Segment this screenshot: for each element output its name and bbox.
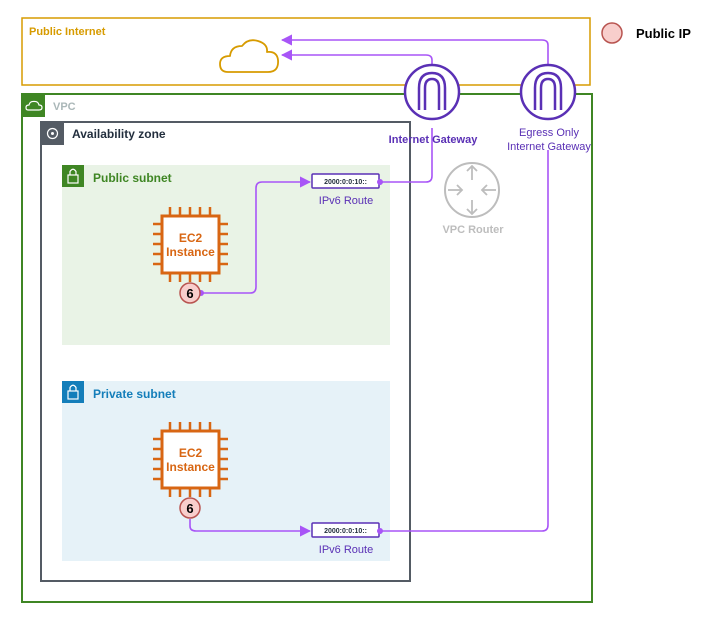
vpc-icon bbox=[22, 94, 45, 117]
vpc-router-label: VPC Router bbox=[442, 224, 504, 236]
availability-zone-label: Availability zone bbox=[72, 127, 166, 141]
endpoint-dot bbox=[377, 179, 383, 185]
flow-public-route-to-igw bbox=[380, 128, 433, 183]
lock-icon bbox=[67, 174, 79, 184]
cloud-icon bbox=[219, 39, 279, 73]
egress-only-gateway: Egress Only Internet Gateway bbox=[507, 63, 591, 153]
public-ec2-label-line2: Instance bbox=[166, 245, 215, 259]
private-route-cidr: 2000:0:0:10:: bbox=[324, 528, 367, 535]
private-ec2-label-line2: Instance bbox=[166, 460, 215, 474]
private-subnet-label: Private subnet bbox=[93, 387, 176, 401]
flow-public-instance-to-route bbox=[201, 176, 312, 294]
private-route-label: IPv6 Route bbox=[319, 544, 373, 556]
public-internet-group: Public Internet bbox=[21, 17, 591, 86]
flow-lines bbox=[189, 34, 549, 537]
legend: Public IP bbox=[601, 22, 691, 44]
public-route-label: IPv6 Route bbox=[319, 195, 373, 207]
public-ec2-instance-icon: EC2 Instance bbox=[153, 207, 228, 282]
vpc-group: VPC bbox=[21, 93, 593, 603]
internet-gateway: Internet Gateway bbox=[389, 63, 479, 146]
private-ec2-label-line1: EC2 bbox=[179, 446, 203, 460]
public-subnet-icon bbox=[62, 165, 84, 187]
public-ip-legend-icon bbox=[601, 22, 623, 44]
egress-gateway-label-line1: Egress Only bbox=[519, 127, 579, 139]
public-route-cidr: 2000:0:0:10:: bbox=[324, 179, 367, 186]
flow-igw-to-internet bbox=[280, 49, 433, 68]
flow-private-instance-to-route bbox=[189, 519, 312, 537]
legend-label: Public IP bbox=[636, 26, 691, 41]
private-lock-icon bbox=[67, 390, 79, 400]
router-icon bbox=[444, 162, 500, 218]
public-ip-badge-text: 6 bbox=[186, 286, 193, 301]
availability-zone-box bbox=[40, 121, 411, 582]
availability-zone-group: Availability zone bbox=[40, 121, 411, 582]
public-subnet-group: Public subnet EC2 Instance 2000:0:0:10::… bbox=[62, 165, 390, 345]
private-ec2-instance-icon: EC2 Instance bbox=[153, 422, 228, 497]
private-subnet-icon bbox=[62, 381, 84, 403]
flow-private-route-to-eigw bbox=[380, 150, 549, 532]
public-ip-badge-private: 6 bbox=[179, 497, 201, 519]
private-ip-badge-text: 6 bbox=[186, 501, 193, 516]
vpc-cloud-icon bbox=[25, 100, 43, 111]
public-ec2-label-line1: EC2 bbox=[179, 231, 203, 245]
flow-eigw-to-internet bbox=[280, 34, 549, 66]
private-subnet-group: Private subnet EC2 Instance 2000:0:0:10:… bbox=[62, 381, 390, 561]
location-pin-icon bbox=[46, 127, 59, 140]
lock-shackle bbox=[69, 168, 77, 175]
internet-gateway-label: Internet Gateway bbox=[389, 134, 479, 146]
public-subnet-label: Public subnet bbox=[93, 171, 172, 185]
egress-gateway-label-line2: Internet Gateway bbox=[507, 141, 591, 153]
vpc-box bbox=[21, 93, 593, 603]
public-ip-badge-public: 6 bbox=[179, 282, 201, 304]
endpoint-dot bbox=[377, 528, 383, 534]
location-pin-dot bbox=[51, 132, 54, 135]
public-internet-label: Public Internet bbox=[29, 26, 106, 38]
vpc-router: VPC Router bbox=[442, 162, 504, 236]
private-lock-shackle bbox=[69, 384, 77, 391]
vpc-label: VPC bbox=[53, 101, 76, 113]
public-internet-box bbox=[21, 17, 591, 86]
